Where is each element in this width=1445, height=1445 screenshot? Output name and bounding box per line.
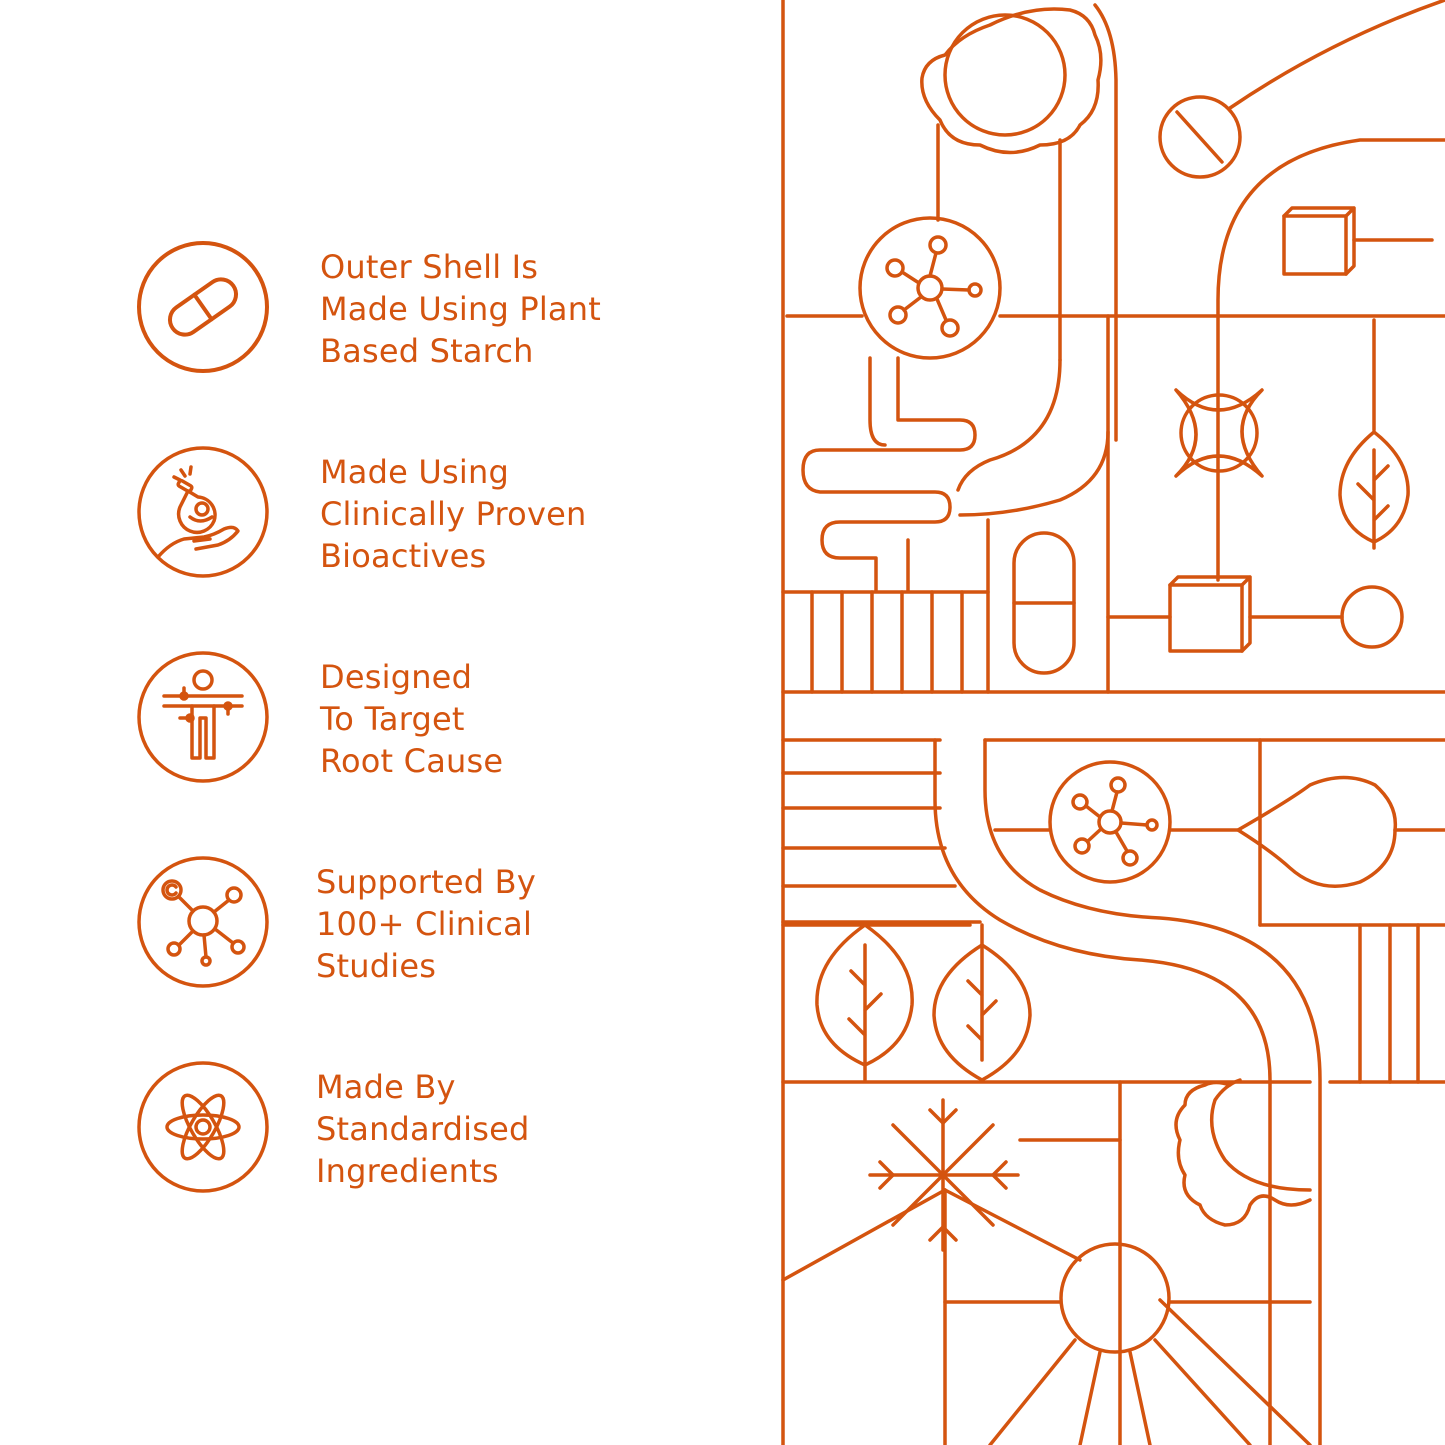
feature-label: Made By Standardised Ingredients [316,1068,530,1190]
human-body-target-icon [137,651,269,783]
capsule-icon [137,241,269,373]
feature-standardised-ingredients: Made By Standardised Ingredients [0,1060,700,1200]
feature-label: Designed To Target Root Cause [320,658,504,780]
feature-target-root-cause: Designed To Target Root Cause [0,650,700,790]
feature-label: Made Using Clinically Proven Bioactives [320,453,587,575]
feature-clinically-proven: Made Using Clinically Proven Bioactives [0,445,700,585]
feature-label: Outer Shell Is Made Using Plant Based St… [320,248,601,370]
feature-label: Supported By 100+ Clinical Studies [316,863,536,985]
atom-icon [137,1061,269,1193]
feature-clinical-studies: Supported By 100+ Clinical Studies [0,855,700,995]
microscope-hand-icon [137,446,269,578]
feature-plant-based-shell: Outer Shell Is Made Using Plant Based St… [0,240,700,380]
molecule-icon [137,856,269,988]
decorative-line-illustration [781,0,1445,1445]
